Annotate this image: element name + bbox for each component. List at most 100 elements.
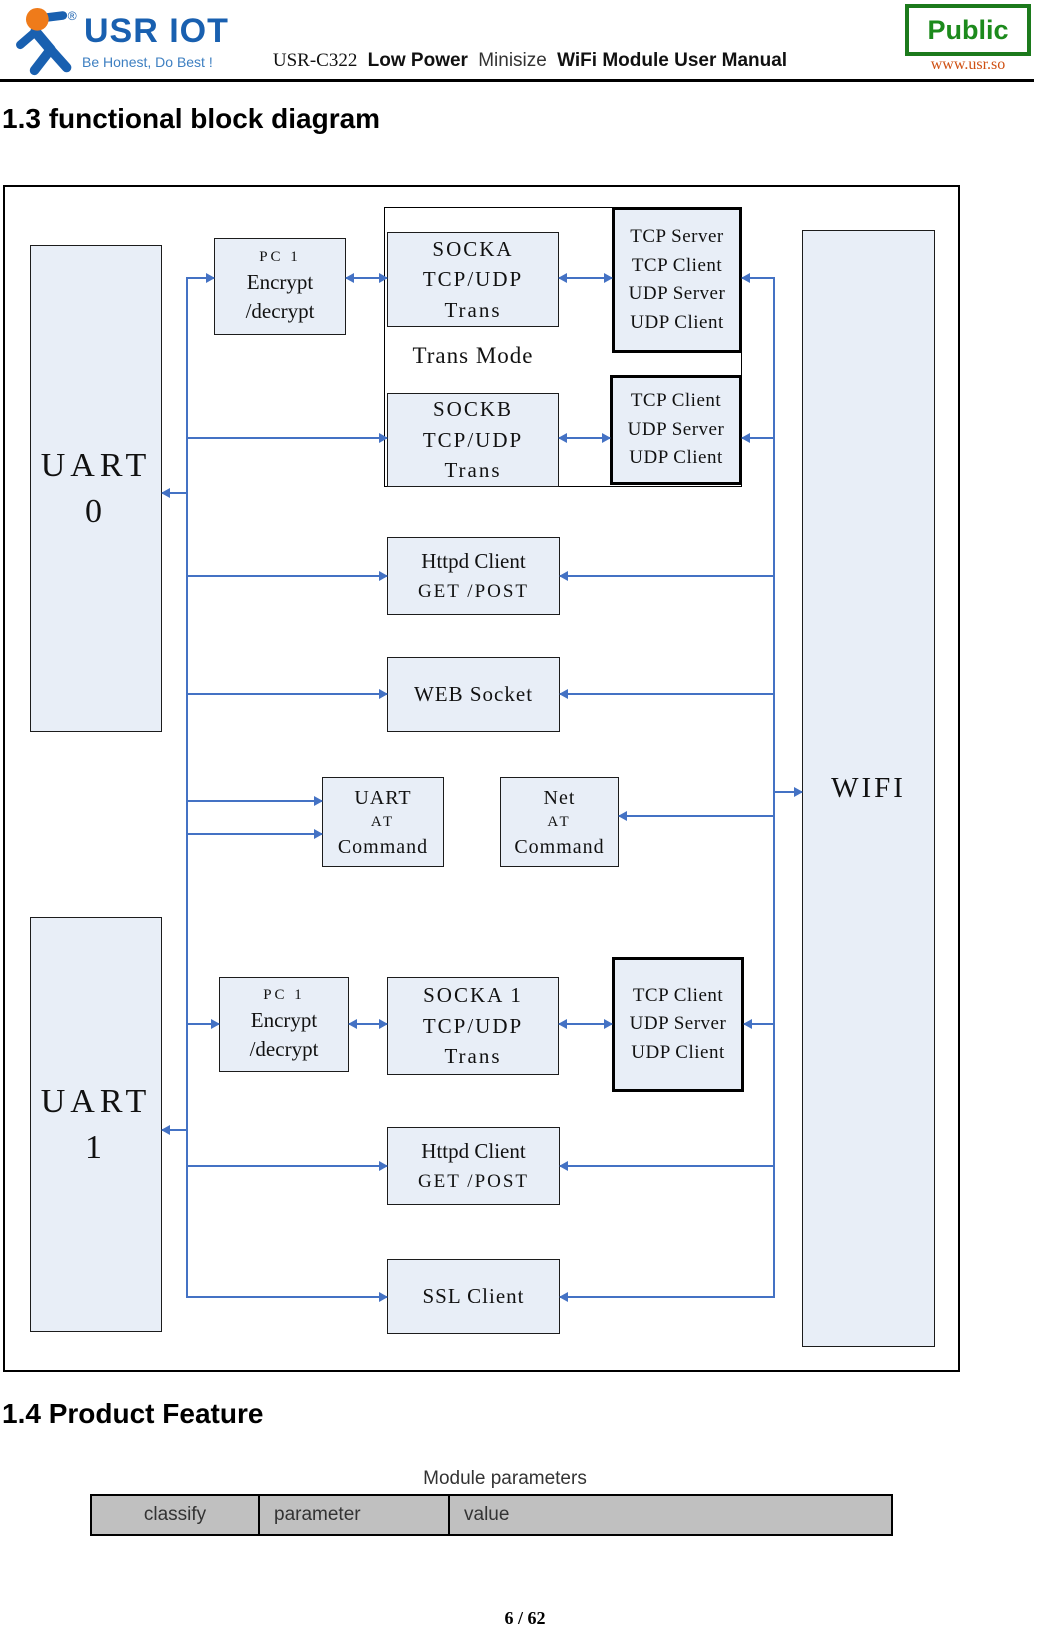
arrow-to-sockb <box>186 433 388 443</box>
title-bold-1: Low Power <box>367 50 468 71</box>
ssl-client-label: SSL Client <box>422 1284 525 1308</box>
header-divider <box>0 79 1034 82</box>
double-arrow-sockb-tcpclient <box>558 433 611 443</box>
uart-at-line1: UART <box>354 786 412 809</box>
tcp-server-group-block: TCP Server TCP Client UDP Server UDP Cli… <box>612 207 742 353</box>
tcp-client-group-bottom-block: TCP Client UDP Server UDP Client <box>612 957 744 1092</box>
right-bus-line <box>773 277 775 1298</box>
double-arrow-pc1-socka <box>345 273 388 283</box>
section-heading-1-4: 1.4 Product Feature <box>2 1398 264 1429</box>
httpd-client-top-block: Httpd Client GET /POST <box>387 537 560 615</box>
wifi-block: WIFI <box>802 230 935 1347</box>
socka-line1: SOCKA <box>432 236 514 261</box>
sockb-line2: TCP/UDP <box>422 427 524 452</box>
usr-logo-figure-icon: ® <box>16 7 77 76</box>
double-arrow-pc1-socka1 <box>348 1019 388 1029</box>
arrow-to-uart-at-1 <box>186 796 323 806</box>
page-total: 62 <box>527 1608 546 1628</box>
arrow-to-websocket <box>186 689 388 699</box>
logo-head <box>25 7 49 31</box>
net-at-line1: Net <box>543 786 576 809</box>
tcp-mid-line1: TCP Client <box>630 390 722 412</box>
table-header-parameter: parameter <box>260 1496 450 1534</box>
pc1-top-line2: Encrypt <box>246 269 314 294</box>
sockb-block: SOCKB TCP/UDP Trans <box>387 393 559 487</box>
tcp-client-group-mid-block: TCP Client UDP Server UDP Client <box>610 375 742 485</box>
arrow-into-uart0 <box>161 488 188 498</box>
uart0-label: UART <box>40 446 152 484</box>
double-arrow-socka1-tcpclient <box>558 1019 613 1029</box>
tcp-top-line4: UDP Client <box>630 311 724 333</box>
title-bold-2: WiFi Module User Manual <box>557 50 788 71</box>
sockb-line3: Trans <box>444 458 502 483</box>
title-regular: Minisize <box>478 50 547 71</box>
trans-mode-label: Trans Mode <box>412 343 534 368</box>
uart-at-line2: AT <box>370 813 396 830</box>
arrow-to-httpd-top <box>186 571 388 581</box>
uart0-number: 0 <box>85 492 107 530</box>
page-current: 6 <box>504 1608 514 1628</box>
tcp-top-line3: UDP Server <box>628 283 726 304</box>
wifi-label: WIFI <box>831 772 906 804</box>
left-bus-line <box>186 277 188 1298</box>
tcp-mid-line2: UDP Server <box>627 418 725 440</box>
pc1-top-line1: PC 1 <box>259 248 301 265</box>
tcp-bot-line3: UDP Client <box>631 1041 725 1063</box>
uart0-block: UART 0 <box>30 245 162 732</box>
socka-line2: TCP/UDP <box>422 267 524 292</box>
arrow-to-tcp-server-group <box>741 273 774 283</box>
arrow-to-net-at <box>618 811 774 821</box>
pc1-encrypt-top-block: PC 1 Encrypt /decrypt <box>214 238 346 335</box>
web-socket-block: WEB Socket <box>387 657 560 732</box>
pc1-bottom-line3: /decrypt <box>249 1037 319 1061</box>
arrow-to-uart-at-2 <box>186 829 323 839</box>
tcp-bot-line2: UDP Server <box>629 1013 727 1035</box>
arrow-to-httpd-bottom <box>186 1161 388 1171</box>
net-at-command-block: Net AT Command <box>500 777 619 867</box>
document-title: USR-C322 Low Power Minisize WiFi Module … <box>270 50 790 72</box>
module-parameters-table: classify parameter value <box>90 1494 893 1536</box>
page-number: 6 / 62 <box>0 1608 1050 1629</box>
httpd-top-line2: GET /POST <box>417 580 530 602</box>
uart-at-command-block: UART AT Command <box>322 777 444 867</box>
pc1-top-line3: /decrypt <box>245 299 315 323</box>
title-model: USR-C322 <box>272 50 358 71</box>
sockb-line1: SOCKB <box>432 397 514 422</box>
arrow-to-pc1-top <box>186 273 215 283</box>
pc1-bottom-line2: Encrypt <box>250 1007 318 1032</box>
arrow-to-tcp-client-mid <box>741 433 774 443</box>
ssl-client-block: SSL Client <box>387 1259 560 1334</box>
table-header-value: value <box>464 1504 510 1525</box>
web-socket-label: WEB Socket <box>413 682 534 706</box>
public-badge: Public <box>905 4 1031 56</box>
socka1-line3: Trans <box>444 1044 502 1069</box>
arrow-into-wifi <box>774 787 803 797</box>
usr-logo: ® USR IOT Be Honest, Do Best ! <box>8 4 278 78</box>
brand-name: USR IOT <box>84 12 229 50</box>
tcp-top-line2: TCP Client <box>631 254 723 276</box>
functional-block-diagram: UART 0 UART 1 WIFI Trans Mode PC 1 Encry… <box>3 185 960 1372</box>
socka1-line2: TCP/UDP <box>422 1013 524 1038</box>
arrow-into-uart1 <box>161 1125 188 1135</box>
double-arrow-socka-tcpserver <box>558 273 613 283</box>
pc1-encrypt-bottom-block: PC 1 Encrypt /decrypt <box>219 977 349 1072</box>
arrow-to-websocket-right <box>559 689 774 699</box>
arrow-to-ssl-right <box>559 1292 774 1302</box>
net-at-line2: AT <box>547 813 572 830</box>
socka1-block: SOCKA 1 TCP/UDP Trans <box>387 977 559 1075</box>
section-heading-1-3: 1.3 functional block diagram <box>2 103 381 134</box>
brand-slogan: Be Honest, Do Best ! <box>82 54 213 70</box>
page-separator: / <box>517 1608 523 1628</box>
pc1-bottom-line1: PC 1 <box>263 986 305 1003</box>
net-at-line3: Command <box>514 835 605 858</box>
tcp-top-line1: TCP Server <box>630 226 724 247</box>
registered-mark: ® <box>68 9 77 23</box>
website-link[interactable]: www.usr.so <box>930 56 1006 73</box>
arrow-to-ssl <box>186 1292 388 1302</box>
tcp-mid-line3: UDP Client <box>629 447 723 469</box>
httpd-bottom-line2: GET /POST <box>417 1170 530 1192</box>
table-caption: Module parameters <box>423 1468 587 1489</box>
tcp-bot-line1: TCP Client <box>632 984 724 1006</box>
socka-block: SOCKA TCP/UDP Trans <box>387 232 559 327</box>
uart1-block: UART 1 <box>30 917 162 1332</box>
